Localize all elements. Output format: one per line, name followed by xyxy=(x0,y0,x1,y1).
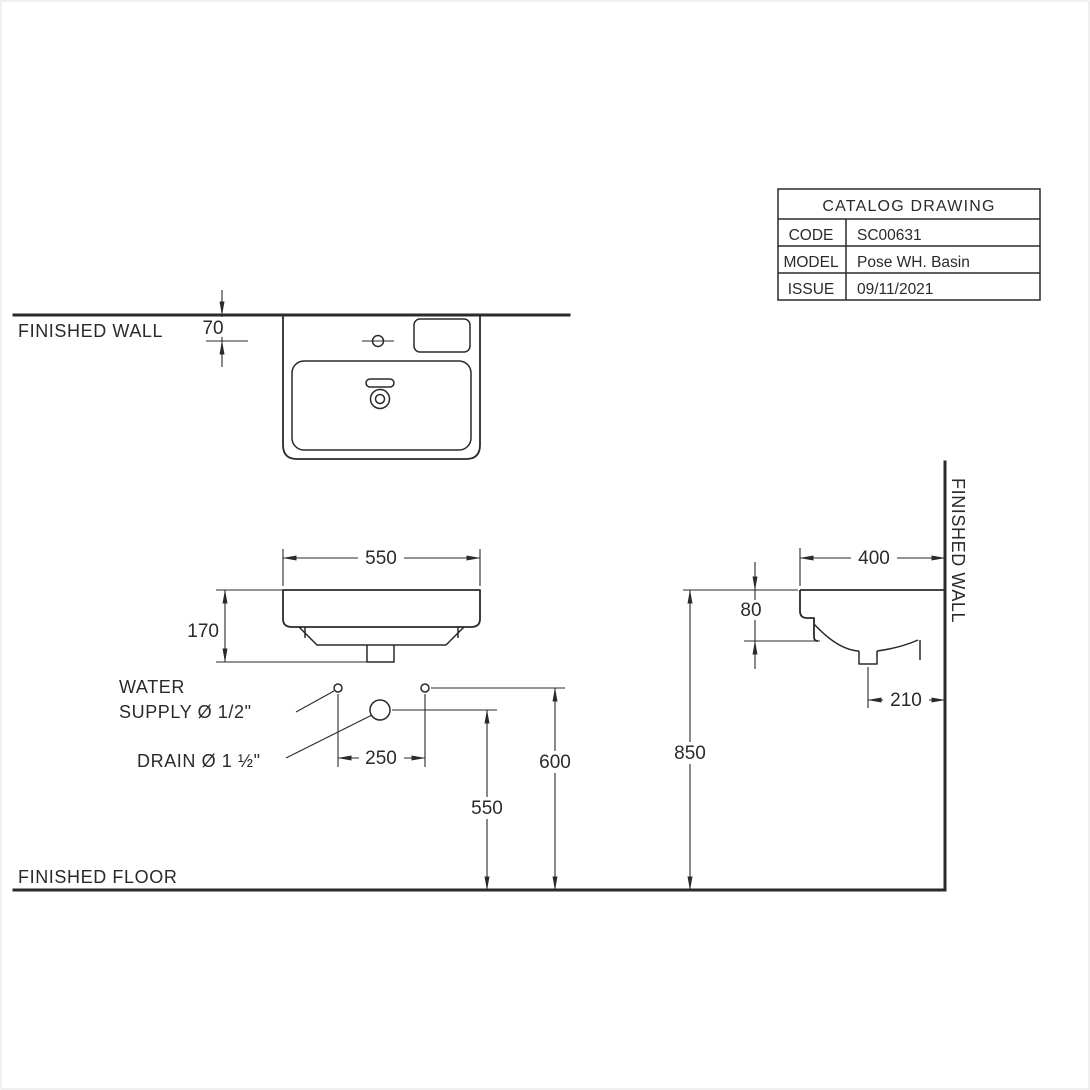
text-mask xyxy=(883,689,929,710)
drain-leader-line xyxy=(285,714,373,759)
dimension-rim-height: 850 xyxy=(667,589,712,891)
side-wall: FINISHED WALL xyxy=(943,460,968,892)
text-mask xyxy=(667,742,712,764)
issue-value: 09/11/2021 xyxy=(857,281,933,298)
model-label: MODEL xyxy=(783,254,839,271)
dim-basin-width-text: 550 xyxy=(365,548,397,569)
dim-rim-drop-text: 80 xyxy=(740,600,761,621)
dimension-basin-width: 550 xyxy=(282,547,481,586)
water-supply-label-line2: SUPPLY Ø 1/2" xyxy=(119,702,252,722)
supply-drain-group: WATER SUPPLY Ø 1/2" DRAIN Ø 1 ½" xyxy=(119,677,430,771)
water-supply-label-line1: WATER xyxy=(119,677,185,697)
dim-supply-spacing-text: 250 xyxy=(365,748,397,769)
finished-wall-side-label: FINISHED WALL xyxy=(948,478,968,623)
finished-floor-label: FINISHED FLOOR xyxy=(18,867,177,887)
title-block: CATALOG DRAWING CODE SC00631 MODEL Pose … xyxy=(777,188,1041,301)
plan-shelf xyxy=(413,318,471,353)
water-supply-leader-line xyxy=(295,690,335,713)
finished-wall-top-label: FINISHED WALL xyxy=(18,321,163,341)
water-supply-hole-right xyxy=(420,683,430,693)
front-underside xyxy=(298,626,465,646)
plan-outline xyxy=(282,314,481,460)
code-value: SC00631 xyxy=(857,227,922,244)
dim-rim-height-text: 850 xyxy=(674,743,706,764)
drain-hole xyxy=(369,699,391,721)
issue-label: ISSUE xyxy=(788,281,835,298)
text-mask xyxy=(851,547,897,568)
code-label: CODE xyxy=(789,227,834,244)
text-mask xyxy=(534,751,577,773)
water-supply-hole-left xyxy=(333,683,343,693)
dim-basin-front-height-text: 170 xyxy=(187,621,219,642)
dimension-rim-drop: 80 xyxy=(683,562,820,669)
dimension-supply-height: 600 xyxy=(431,687,577,891)
dimension-faucet-to-wall: 70 xyxy=(199,290,248,367)
text-mask xyxy=(359,747,404,768)
plan-drain-hole xyxy=(369,388,391,410)
text-mask xyxy=(736,600,767,620)
model-value: Pose WH. Basin xyxy=(857,254,970,271)
front-drain-stub xyxy=(366,645,395,663)
plan-bowl xyxy=(291,360,472,451)
dim-supply-height-text: 600 xyxy=(539,752,571,773)
plan-drain-inner xyxy=(374,393,386,405)
side-drain-stub xyxy=(858,651,878,665)
title-block-title: CATALOG DRAWING xyxy=(822,198,995,215)
text-mask xyxy=(199,317,228,337)
side-bowl-underside-back xyxy=(876,639,919,652)
title-block-frame xyxy=(777,188,1041,301)
text-mask xyxy=(358,547,404,568)
dim-basin-depth-text: 400 xyxy=(858,548,890,569)
dimension-drain-height: 550 xyxy=(392,709,509,891)
plan-view xyxy=(282,314,481,460)
dimension-basin-front-height: 170 xyxy=(187,589,367,663)
front-view xyxy=(282,589,481,663)
overflow-slot xyxy=(365,378,395,388)
drain-label: DRAIN Ø 1 ½" xyxy=(137,751,261,771)
dim-faucet-to-wall-text: 70 xyxy=(202,318,223,339)
dim-drain-to-wall-text: 210 xyxy=(890,690,922,711)
dimension-supply-spacing: 250 xyxy=(337,694,426,769)
side-bowl-underside-front xyxy=(813,623,860,652)
dimension-drain-to-wall: 210 xyxy=(867,667,946,711)
dimension-basin-depth: 400 xyxy=(799,547,946,586)
text-mask xyxy=(466,797,509,819)
finished-floor: FINISHED FLOOR xyxy=(12,867,947,892)
dim-drain-height-text: 550 xyxy=(471,798,503,819)
front-rim-outline xyxy=(282,589,481,628)
